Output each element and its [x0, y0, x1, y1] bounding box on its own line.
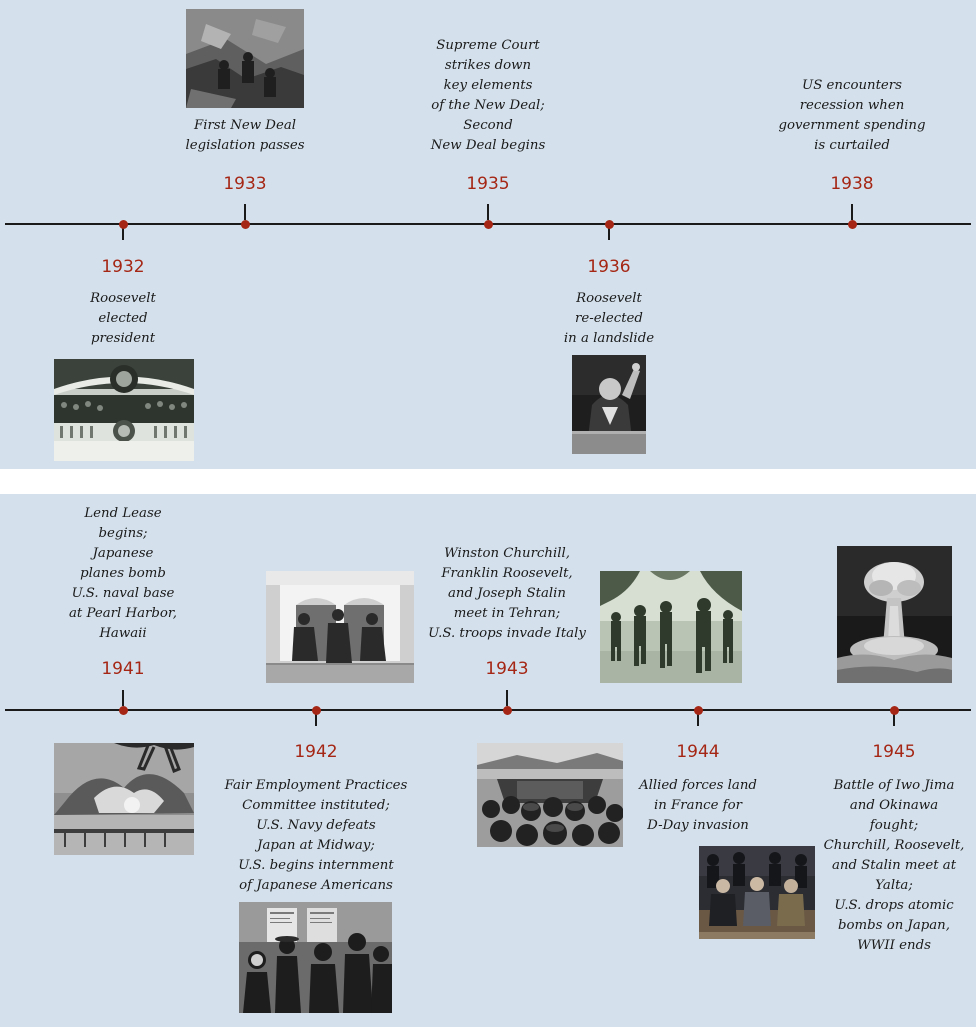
- event-caption-1936: Roosevelt re-elected in a landslide: [563, 291, 655, 346]
- event-caption-1941: Lend Lease begins; Japanese planes bomb …: [69, 506, 177, 641]
- tick-1932: [122, 224, 124, 240]
- tick-1943: [506, 690, 508, 706]
- landing-craft-photo: [477, 743, 623, 847]
- tick-1935: [487, 204, 489, 220]
- marker-1941: [118, 705, 128, 715]
- year-label-1942: 1942: [294, 742, 338, 762]
- pearl-harbor-photo: [54, 743, 194, 855]
- year-label-1945: 1945: [872, 742, 916, 762]
- marker-1942: [311, 705, 321, 715]
- event-caption-1942: Fair Employment Practices Committee inst…: [224, 778, 408, 893]
- year-label-1943: 1943: [485, 659, 529, 679]
- tick-1941: [122, 690, 124, 706]
- tick-1942: [315, 710, 317, 726]
- event-caption-1945: Battle of Iwo Jima and Okinawa fought; C…: [823, 778, 965, 953]
- tick-1938: [851, 204, 853, 220]
- event-caption-1938: US encounters recession when government …: [778, 78, 926, 153]
- event-caption-1932: Roosevelt elected president: [90, 291, 156, 346]
- year-label-1938: 1938: [830, 174, 874, 194]
- year-label-1935: 1935: [466, 174, 510, 194]
- workers-photo: [186, 9, 304, 108]
- troops-march-photo: [600, 571, 742, 683]
- marker-1932: [118, 219, 128, 229]
- marker-1936: [604, 219, 614, 229]
- marker-1938: [847, 219, 857, 229]
- tick-1945: [893, 710, 895, 726]
- yalta-conference-photo: [699, 846, 815, 939]
- tehran-conference-photo: [266, 571, 414, 683]
- roosevelt-speech-photo: [572, 355, 646, 454]
- year-label-1944: 1944: [676, 742, 720, 762]
- timeline-axis-bottom: [5, 709, 971, 711]
- tick-1944: [697, 710, 699, 726]
- year-label-1936: 1936: [587, 257, 631, 277]
- event-caption-1933: First New Deal legislation passes: [185, 118, 305, 153]
- mushroom-cloud-photo: [837, 546, 952, 683]
- marker-1945: [889, 705, 899, 715]
- internment-notice-photo: [239, 902, 392, 1013]
- marker-1935: [483, 219, 493, 229]
- year-label-1932: 1932: [101, 257, 145, 277]
- event-caption-1935: Supreme Court strikes down key elements …: [430, 38, 546, 153]
- year-label-1941: 1941: [101, 659, 145, 679]
- tick-1933: [244, 204, 246, 220]
- marker-1933: [240, 219, 250, 229]
- tick-1936: [608, 224, 610, 240]
- year-label-1933: 1933: [223, 174, 267, 194]
- event-caption-1944: Allied forces land in France for D-Day i…: [639, 778, 757, 833]
- event-caption-1943: Winston Churchill, Franklin Roosevelt, a…: [428, 546, 586, 641]
- marker-1944: [693, 705, 703, 715]
- marker-1943: [502, 705, 512, 715]
- inauguration-photo: [54, 359, 194, 461]
